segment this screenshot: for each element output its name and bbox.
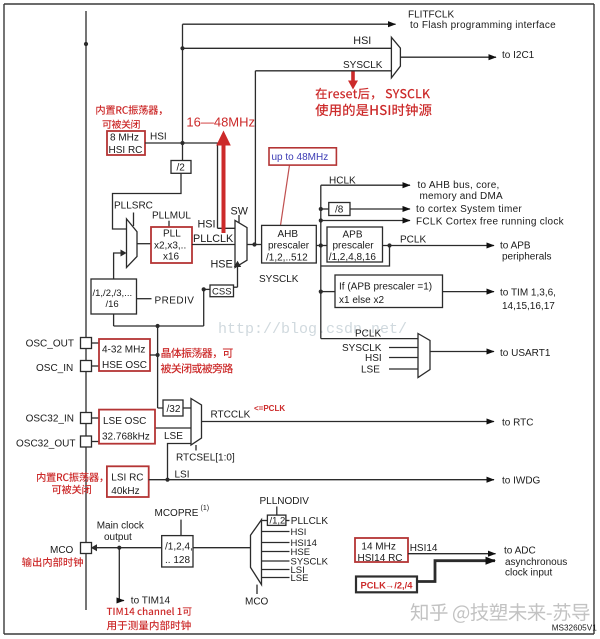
svg-text:SYSCLK: SYSCLK	[343, 60, 383, 71]
svg-text:MS32605V1: MS32605V1	[552, 624, 598, 633]
svg-text:SYSCLK: SYSCLK	[342, 343, 382, 354]
svg-text:PLLMUL: PLLMUL	[152, 211, 191, 222]
svg-text:<=PCLK: <=PCLK	[254, 404, 285, 413]
svg-text:to APB: to APB	[500, 241, 531, 252]
svg-text:MCO: MCO	[245, 597, 269, 608]
svg-text:PLLCLK: PLLCLK	[291, 516, 329, 527]
svg-text:.. 128: .. 128	[165, 555, 190, 566]
svg-text:8 MHz: 8 MHz	[110, 133, 139, 144]
svg-text:(1): (1)	[201, 505, 210, 512]
svg-text:output: output	[104, 532, 132, 543]
svg-text:HSI: HSI	[150, 132, 167, 143]
svg-text:40kHz: 40kHz	[111, 486, 139, 497]
svg-text:to TIM 1,3,6,: to TIM 1,3,6,	[500, 288, 556, 299]
svg-text:to cortex System timer: to cortex System timer	[416, 204, 522, 215]
svg-text:HSI14: HSI14	[410, 543, 438, 554]
svg-text:SYSCLK: SYSCLK	[291, 557, 329, 568]
svg-text:16—48MHz: 16—48MHz	[186, 115, 255, 130]
svg-text:HCLK: HCLK	[329, 176, 356, 187]
svg-text:OSC32_OUT: OSC32_OUT	[16, 439, 75, 450]
svg-text:/2: /2	[177, 163, 186, 174]
svg-text:HSI: HSI	[365, 353, 382, 364]
svg-text:→/2,/4: →/2,/4	[385, 580, 413, 590]
svg-text:4-32 MHz: 4-32 MHz	[102, 345, 145, 356]
svg-text:memory and DMA: memory and DMA	[420, 191, 504, 202]
svg-text:AHB: AHB	[278, 229, 299, 240]
svg-text:x2,x3,..: x2,x3,..	[154, 241, 186, 252]
svg-text:up to 48MHz: up to 48MHz	[272, 152, 329, 163]
svg-text:FLITFCLK: FLITFCLK	[408, 10, 454, 21]
svg-text:FCLK Cortex free running clock: FCLK Cortex free running clock	[416, 217, 565, 228]
svg-text:HSI: HSI	[198, 218, 216, 230]
svg-text:prescaler: prescaler	[268, 240, 310, 251]
svg-text:to USART1: to USART1	[500, 348, 551, 359]
svg-text:PLL: PLL	[163, 229, 181, 240]
svg-text:If (APB prescaler =1): If (APB prescaler =1)	[339, 282, 432, 293]
svg-text:MCOPRE: MCOPRE	[155, 508, 199, 519]
svg-text:clock input: clock input	[505, 568, 552, 579]
svg-text:to Flash programming interface: to Flash programming interface	[410, 20, 556, 31]
svg-text:/1,2: /1,2	[270, 516, 286, 527]
svg-text:HSI RC: HSI RC	[109, 145, 143, 156]
svg-text:HSI: HSI	[291, 527, 307, 538]
svg-text:prescaler: prescaler	[333, 240, 375, 251]
svg-text:OSC32_IN: OSC32_IN	[26, 414, 74, 425]
svg-text:to TIM14: to TIM14	[131, 596, 171, 607]
svg-text:Main clock: Main clock	[97, 521, 145, 532]
svg-text:32.768kHz: 32.768kHz	[102, 432, 150, 443]
svg-text:/16: /16	[106, 299, 119, 310]
svg-text:OSC_IN: OSC_IN	[36, 363, 73, 374]
svg-text:LSE: LSE	[291, 573, 309, 584]
svg-text:SYSCLK: SYSCLK	[259, 274, 299, 285]
svg-text:14 MHz: 14 MHz	[361, 541, 395, 552]
svg-text:asynchronous: asynchronous	[505, 557, 567, 568]
svg-text:MCO: MCO	[50, 545, 74, 556]
svg-text:HSE: HSE	[211, 258, 233, 270]
svg-text:x1 else x2: x1 else x2	[339, 295, 384, 306]
svg-text:HSE: HSE	[291, 547, 311, 558]
svg-text:HSI: HSI	[353, 35, 371, 47]
svg-text:LSI RC: LSI RC	[111, 472, 143, 483]
svg-text:/1,2,4,: /1,2,4,	[165, 542, 193, 553]
svg-text:PLLSRC: PLLSRC	[114, 201, 153, 212]
svg-text:SW: SW	[231, 206, 249, 218]
svg-text:to I2C1: to I2C1	[502, 50, 535, 61]
svg-text:RTCSEL[1:0]: RTCSEL[1:0]	[176, 453, 235, 464]
svg-text:LSE: LSE	[361, 365, 380, 376]
svg-text:LSI: LSI	[175, 470, 190, 481]
svg-text:/8: /8	[335, 205, 344, 216]
svg-text:PLLCLK: PLLCLK	[193, 233, 234, 245]
svg-text:PCLK: PCLK	[361, 580, 387, 590]
svg-text:RTCCLK: RTCCLK	[211, 410, 251, 421]
svg-text:HSI14: HSI14	[291, 538, 317, 549]
svg-text:LSE: LSE	[164, 431, 183, 442]
svg-text:PREDIV: PREDIV	[155, 296, 195, 307]
svg-text:x16: x16	[163, 252, 180, 263]
svg-text:OSC_OUT: OSC_OUT	[26, 339, 74, 350]
svg-text:/1,/2,/3,...: /1,/2,/3,...	[93, 288, 133, 299]
svg-text:HSI14 RC: HSI14 RC	[358, 553, 403, 564]
svg-text:PCLK: PCLK	[400, 235, 426, 246]
svg-text:/1,2,..512: /1,2,..512	[266, 253, 308, 264]
svg-text:APB: APB	[343, 229, 363, 240]
svg-text:to ADC: to ADC	[504, 546, 536, 557]
svg-text:/1,2,4,8,16: /1,2,4,8,16	[329, 252, 377, 263]
svg-text:to IWDG: to IWDG	[502, 476, 541, 487]
svg-text:/32: /32	[167, 404, 181, 415]
svg-text:to RTC: to RTC	[502, 418, 534, 429]
svg-text:to AHB bus, core,: to AHB bus, core,	[418, 180, 500, 191]
svg-text:HSE OSC: HSE OSC	[102, 360, 147, 371]
svg-text:http://blog.csdn.net/: http://blog.csdn.net/	[218, 321, 407, 338]
svg-text:peripherals: peripherals	[502, 252, 551, 263]
svg-text:LSI: LSI	[291, 565, 305, 576]
svg-text:PLLNODIV: PLLNODIV	[260, 496, 310, 507]
svg-text:14,15,16,17: 14,15,16,17	[502, 301, 555, 312]
svg-text:CSS: CSS	[212, 286, 232, 297]
svg-text:LSE OSC: LSE OSC	[103, 416, 146, 427]
svg-text:PCLK: PCLK	[355, 329, 381, 340]
